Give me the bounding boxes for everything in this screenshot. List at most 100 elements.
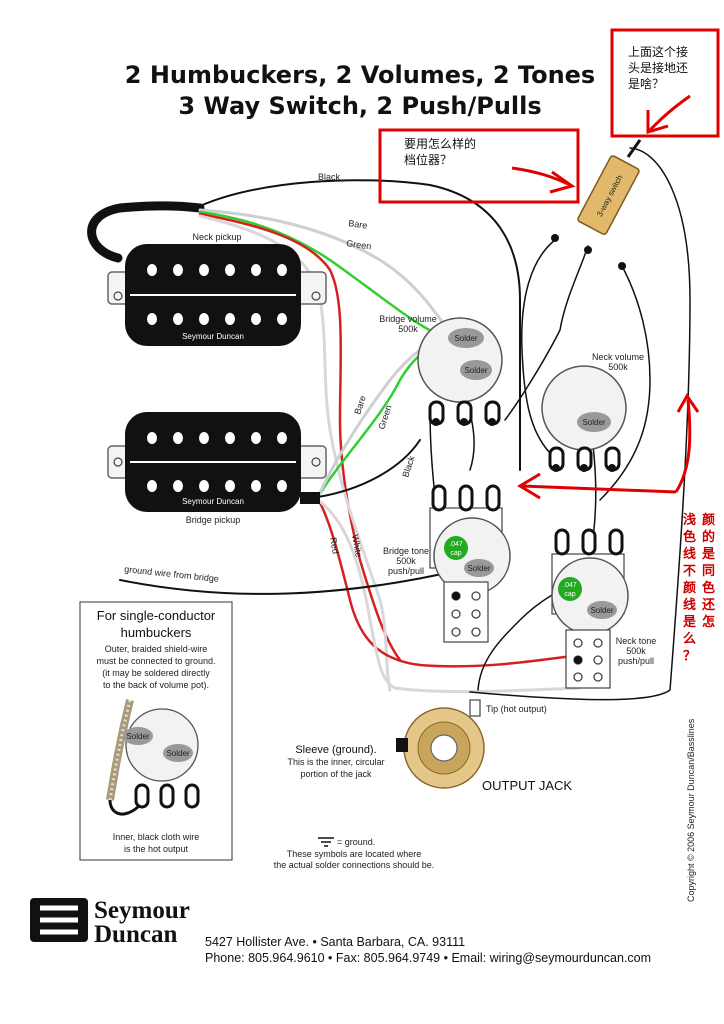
three-way-switch: 3-way switch	[551, 139, 642, 270]
bridge-pickup-brand: Seymour Duncan	[182, 497, 244, 506]
bridge-tone-cap-l2: cap	[450, 550, 461, 557]
annotation-color-c12: 还	[701, 597, 716, 613]
annotation-color-c6: 是	[701, 547, 716, 562]
output-jack-label: OUTPUT JACK	[482, 778, 572, 793]
bridge-white-wire	[316, 498, 582, 694]
sleeve-label-l3: portion of the jack	[300, 769, 372, 779]
bridge-pickup-label: Bridge pickup	[186, 515, 241, 525]
annotation-color-c14: 怎	[702, 614, 715, 630]
red-wire-label: Red	[328, 537, 341, 555]
annotation-color-c16: ？	[683, 649, 696, 664]
neck-pickup-cable	[87, 201, 205, 263]
ground-symbol-note: = ground. These symbols are located wher…	[274, 837, 435, 870]
footer-address: 5427 Hollister Ave. • Santa Barbara, CA.…	[205, 935, 465, 949]
brand-line2: Duncan	[94, 921, 177, 948]
annotation-switch-l1: 要用怎么样的	[404, 136, 476, 151]
bridge-volume-solder-1: Solder	[454, 334, 477, 343]
annotation-color-c4: 的	[702, 529, 715, 545]
seymour-duncan-logo: Seymour Duncan	[30, 897, 190, 948]
annotation-color-c13: 是	[682, 615, 697, 630]
bridge-tone-pot: .047 cap Solder	[429, 484, 511, 643]
annotation-color: 浅 颜 色 的 线 是 不 同 颜 色 线 还 是 怎 么 ？	[517, 393, 716, 664]
footer-contact: Phone: 805.964.9610 • Fax: 805.964.9749 …	[205, 951, 651, 965]
annotation-color-c7: 不	[683, 564, 696, 579]
ground-note-l2: These symbols are located where	[287, 849, 422, 859]
neck-tone-label-l2: 500k	[626, 646, 646, 656]
tip-label: Tip (hot output)	[486, 704, 547, 714]
bare-wire-label: Bare	[348, 218, 368, 231]
annotation-switch: 要用怎么样的 档位器？	[378, 128, 580, 204]
sleeve-label-l1: Sleeve (ground).	[295, 744, 376, 756]
inset-bottom-l2: is the hot output	[124, 844, 189, 854]
output-jack: OUTPUT JACK	[396, 699, 572, 793]
annotation-color-c2: 颜	[702, 512, 715, 528]
ground-note-l3: the actual solder connections should be.	[274, 860, 435, 870]
bridge-volume-pot: Solder Solder	[417, 317, 503, 426]
copyright: Copyright © 2006 Seymour Duncan/Bassline…	[686, 718, 696, 902]
neck-green-wire	[198, 210, 450, 340]
inset-body-l4: to the back of volume pot).	[103, 680, 209, 690]
bridge-volume-solder-2: Solder	[464, 366, 487, 375]
sleeve-label-l2: This is the inner, circular	[287, 757, 384, 767]
ground-icon	[318, 837, 334, 847]
bridge-black-wire	[317, 439, 421, 498]
annotation-switch-l2: 档位器？	[404, 152, 452, 167]
neck-tone-pot: .047 cap Solder	[551, 528, 629, 689]
neck-bare-wire	[198, 208, 450, 332]
neck-tone-cap-l1: .047	[563, 582, 577, 589]
neck-tone-solder: Solder	[590, 606, 613, 615]
neck-volume-pot: Solder	[541, 365, 627, 472]
bridge-tone-cap-l1: .047	[449, 541, 463, 548]
annotation-color-c3: 色	[683, 529, 696, 545]
inset-body-l2: must be connected to ground.	[96, 656, 215, 666]
inset-title-l2: humbuckers	[121, 625, 192, 640]
black-wire-label-2: Black	[400, 454, 416, 478]
green-wire-label: Green	[346, 238, 372, 251]
ground-wire-label: ground wire from bridge	[124, 564, 220, 584]
neck-red-wire	[198, 212, 402, 662]
diagram-title-line1: 2 Humbuckers, 2 Volumes, 2 Tones	[125, 61, 595, 89]
green-wire-label-2: Green	[376, 404, 393, 431]
neck-pickup: Seymour Duncan Neck pickup	[107, 232, 327, 346]
inset-solder-2: Solder	[166, 749, 189, 758]
annotation-ground-l2: 头是接地还	[628, 60, 688, 75]
bridge-volume-label-l1: Bridge volume	[379, 314, 437, 324]
annotation-color-c1: 浅	[683, 512, 696, 528]
ground-note-l1: = ground.	[337, 837, 375, 847]
annotation-color-c15: 么	[683, 632, 696, 647]
annotation-color-c10: 色	[702, 580, 715, 596]
neck-tone-cap-l2: cap	[564, 591, 575, 598]
annotation-color-c5: 线	[683, 546, 696, 562]
neck-pickup-brand: Seymour Duncan	[182, 332, 244, 341]
black-wire-label: Black	[318, 172, 341, 182]
neck-pickup-label: Neck pickup	[192, 232, 241, 242]
inset-title-l1: For single-conductor	[97, 608, 216, 623]
single-conductor-inset: For single-conductor humbuckers Outer, b…	[79, 601, 233, 861]
switch-output-wire	[599, 265, 651, 501]
switch-to-neck-wire	[521, 239, 561, 463]
white-wire-label: White	[350, 534, 364, 558]
bridge-tone-solder: Solder	[467, 564, 490, 573]
neck-volume-label-l2: 500k	[608, 362, 628, 372]
switch-ground-wire	[469, 147, 691, 701]
brand-line1: Seymour	[94, 897, 190, 924]
annotation-ground-l1: 上面这个接	[628, 44, 688, 59]
bridge-red-wire	[316, 497, 582, 668]
inset-bottom-l1: Inner, black cloth wire	[113, 832, 200, 842]
annotation-color-c11: 线	[683, 597, 696, 613]
neck-tone-label-l3: push/pull	[618, 656, 654, 666]
bridge-volume-label-l2: 500k	[398, 324, 418, 334]
bridge-tone-label-l1: Bridge tone	[383, 546, 429, 556]
inset-body-l3: (it may be soldered directly	[102, 668, 210, 678]
black-wire-top	[199, 179, 522, 471]
neck-tone-label-l1: Neck tone	[616, 636, 657, 646]
inset-solder-1: Solder	[126, 732, 149, 741]
annotation-color-c9: 颜	[683, 580, 696, 596]
ground-wire	[119, 569, 461, 595]
neck-volume-label-l1: Neck volume	[592, 352, 644, 362]
inset-body-l1: Outer, braided shield-wire	[105, 644, 208, 654]
bridge-tone-label-l2: 500k	[396, 556, 416, 566]
neck-volume-solder: Solder	[582, 418, 605, 427]
annotation-ground: 上面这个接 头是接地还 是啥？	[610, 28, 720, 138]
